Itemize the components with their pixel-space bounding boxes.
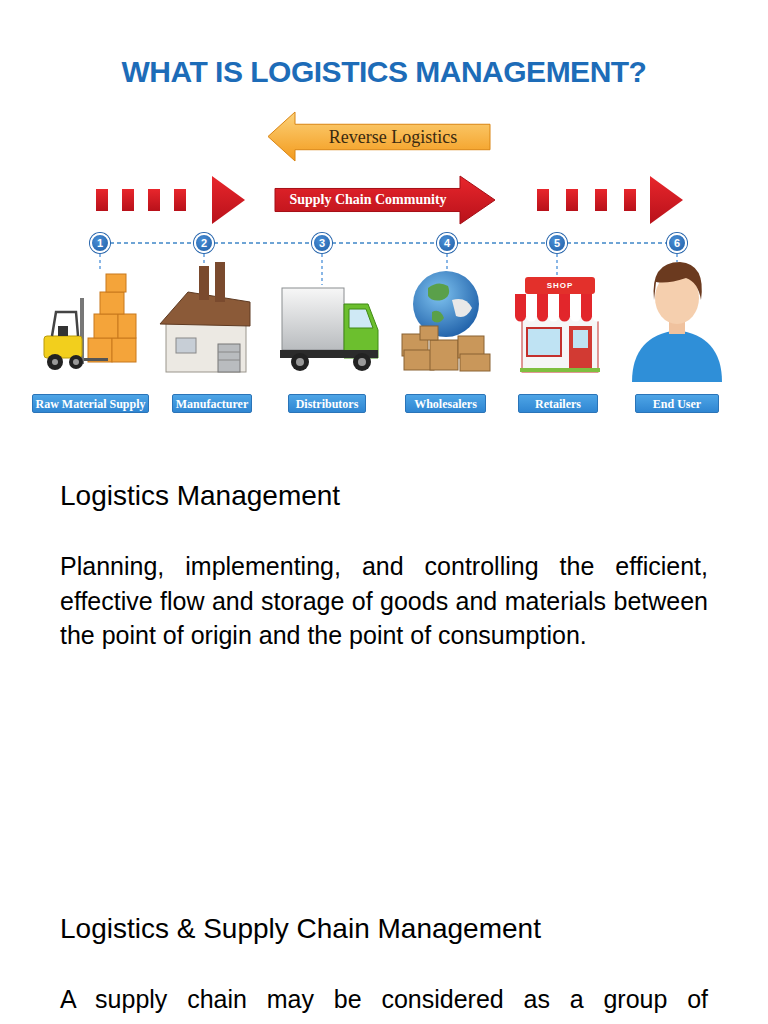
- step-number: 6: [667, 233, 687, 253]
- node-text: End User: [653, 398, 701, 410]
- step-number: 5: [547, 233, 567, 253]
- dashed-connector: [567, 242, 667, 243]
- dashed-connector: [457, 242, 547, 243]
- step-number: 3: [312, 233, 332, 253]
- node-text: Wholesalers: [414, 398, 477, 410]
- stage-label: Retailers: [518, 394, 598, 413]
- body-text: Planning, implementing, and controlling …: [60, 549, 708, 653]
- dashed-connector: [214, 242, 312, 243]
- reverse-arrow-shape: [268, 112, 490, 161]
- step-number: 4: [437, 233, 457, 253]
- node-text: Manufacturer: [176, 398, 248, 410]
- truck-icon: [280, 288, 378, 371]
- step-number: 2: [194, 233, 214, 253]
- node-text: 1: [97, 238, 103, 249]
- globe-icon: [402, 271, 490, 371]
- node-text: Supply Chain Community: [289, 193, 446, 207]
- shop-icon: [515, 277, 603, 372]
- flow-arrow: Supply Chain Community: [275, 176, 495, 224]
- step-number: 1: [90, 233, 110, 253]
- person-icon: [632, 262, 722, 382]
- factory-icon: [160, 262, 250, 372]
- section-heading: Logistics Management: [60, 479, 720, 513]
- stage-label: Manufacturer: [172, 394, 252, 413]
- dashed-connector: [332, 242, 437, 243]
- body-text: A supply chain may be considered as a gr…: [60, 982, 708, 1017]
- stage-label: Wholesalers: [405, 394, 486, 413]
- node-text: 2: [201, 238, 207, 249]
- stage-label: Raw Material Supply: [32, 394, 149, 413]
- node-text: 3: [319, 238, 325, 249]
- node-text: Reverse Logistics: [329, 128, 457, 146]
- stage-label: End User: [635, 394, 719, 413]
- node-text: Retailers: [535, 398, 581, 410]
- section-heading: Logistics & Supply Chain Management: [60, 912, 740, 946]
- dashed-flow-arrow: [96, 176, 245, 224]
- node-text: 4: [444, 238, 450, 249]
- node-text: Distributors: [296, 398, 359, 410]
- forklift-icon: [44, 274, 136, 370]
- dashed-flow-arrow: [537, 176, 683, 224]
- node-text: 5: [554, 238, 560, 249]
- reverse-arrow: Reverse Logistics: [268, 112, 490, 161]
- shop-sign: SHOP: [525, 280, 595, 291]
- dashed-connector: [110, 242, 194, 243]
- flow-arrow-shape: [275, 176, 495, 224]
- stage-label: Distributors: [288, 394, 366, 413]
- node-text: Raw Material Supply: [35, 398, 145, 410]
- page-title: WHAT IS LOGISTICS MANAGEMENT?: [0, 55, 768, 89]
- node-text: 6: [674, 238, 680, 249]
